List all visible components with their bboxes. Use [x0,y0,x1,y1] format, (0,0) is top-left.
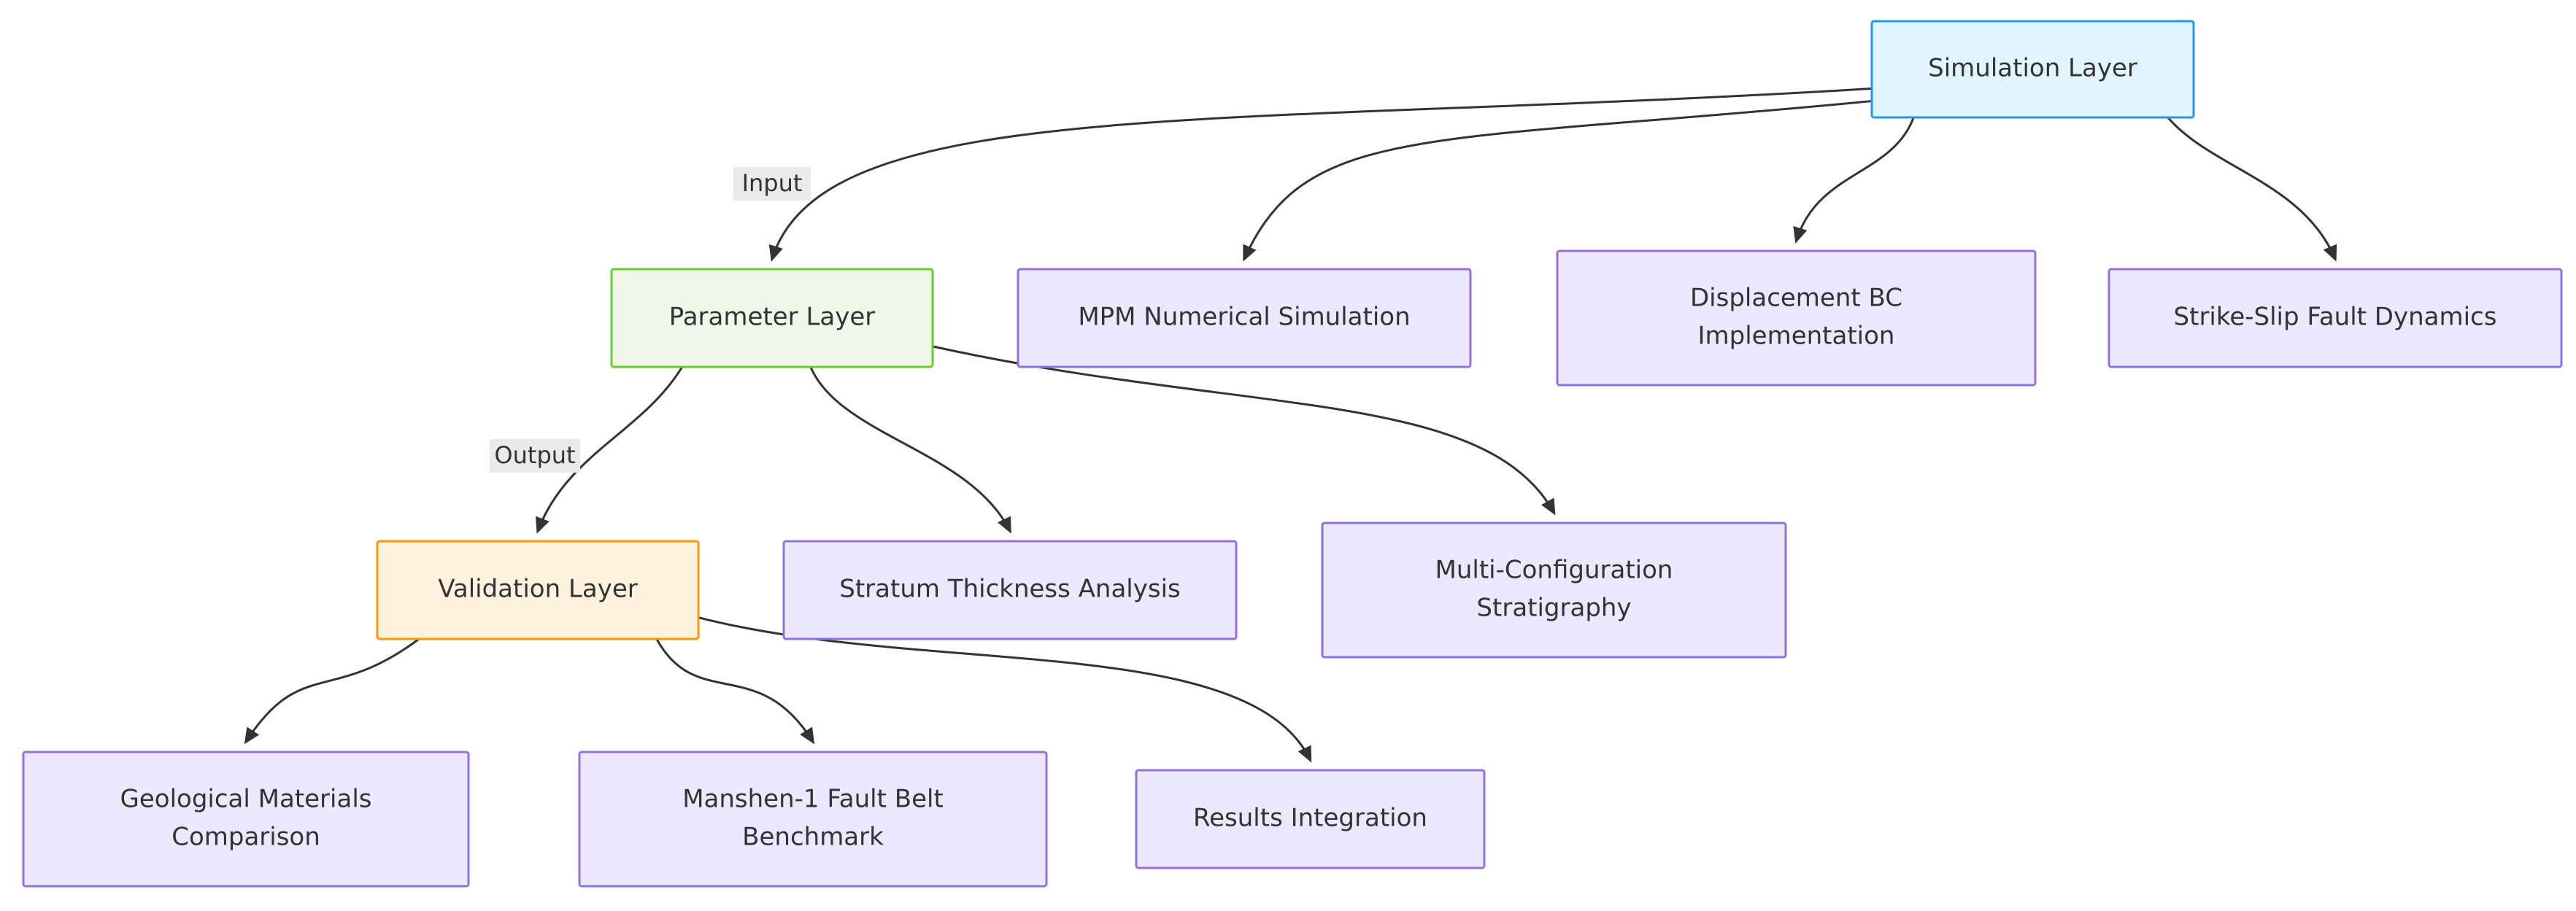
edge-parameter-stratum [809,366,1011,534]
node-label-simulation: Simulation Layer [1928,54,2137,83]
node-box-manshen[interactable] [578,751,1048,888]
node-label-manshen: Benchmark [742,823,884,852]
edge-label-bg [733,167,811,201]
node-box-simulation[interactable] [1870,20,2195,119]
node-box-stratum[interactable] [782,540,1238,640]
node-strikeslip[interactable]: Strike-Slip Fault Dynamics [2108,268,2563,368]
node-box-geological[interactable] [22,751,470,888]
node-label-manshen: Manshen-1 Fault Belt [682,785,944,814]
node-label-geological: Comparison [171,823,320,852]
edge-parameter-validation [536,366,684,534]
node-box-multiconfig[interactable] [1321,522,1787,659]
node-validation[interactable]: Validation Layer [376,540,700,640]
node-label-mpm: MPM Numerical Simulation [1078,303,1410,332]
node-label-multiconfig: Stratigraphy [1476,594,1631,623]
edge-label-text: Output [494,441,575,469]
edge-validation-geological [244,637,420,745]
edges-layer [244,87,2337,763]
node-box-strikeslip[interactable] [2108,268,2563,368]
node-parameter[interactable]: Parameter Layer [610,268,934,368]
edge-parameter-multiconfig [932,345,1556,516]
edge-simulation-mpm [1243,100,1873,262]
node-box-parameter[interactable] [610,268,934,368]
node-results[interactable]: Results Integration [1135,769,1486,869]
node-label-stratum: Stratum Thickness Analysis [839,575,1180,604]
node-label-displacement: Implementation [1698,322,1895,351]
node-displacement[interactable]: Displacement BC Implementation [1556,249,2037,387]
node-label-results: Results Integration [1193,804,1427,833]
node-label-multiconfig: Multi-Configuration [1435,556,1673,585]
edge-simulation-displacement [1793,117,1915,244]
node-mpm[interactable]: MPM Numerical Simulation [1017,268,1472,368]
edge-label-edge-parameter-validation: Output [490,439,580,473]
node-box-results[interactable] [1135,769,1486,869]
node-label-displacement: Displacement BC [1690,284,1902,313]
node-box-mpm[interactable] [1017,268,1472,368]
edge-label-text: Input [742,169,803,197]
node-label-strikeslip: Strike-Slip Fault Dynamics [2174,303,2497,332]
node-label-validation: Validation Layer [438,575,638,604]
node-label-parameter: Parameter Layer [669,303,876,332]
edge-label-bg [490,439,580,473]
edge-validation-manshen [655,638,815,745]
edge-simulation-parameter [768,87,1873,262]
node-simulation[interactable]: Simulation Layer [1870,20,2195,119]
node-box-displacement[interactable] [1556,249,2037,387]
node-box-validation[interactable] [376,540,700,640]
edge-simulation-strikeslip [2167,117,2337,262]
node-label-geological: Geological Materials [120,785,372,814]
node-stratum[interactable]: Stratum Thickness Analysis [782,540,1238,640]
edge-label-edge-simulation-parameter: Input [733,167,811,201]
